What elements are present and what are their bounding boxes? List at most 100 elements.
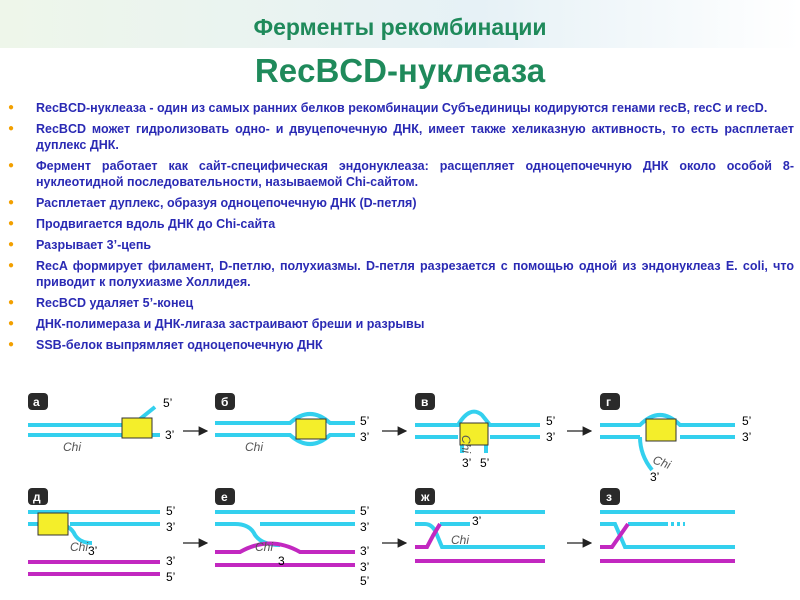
dna-strand-magenta xyxy=(215,541,355,554)
panel-badge xyxy=(215,488,235,505)
bullet-dot-icon: ● xyxy=(8,260,15,271)
bullet-dot-icon: ● xyxy=(8,197,15,208)
end-label: 3’ xyxy=(742,430,751,444)
dna-strand xyxy=(415,522,545,549)
bullet-item: ● Расплетает дуплекс, образуя одноцепочеч… xyxy=(6,195,794,211)
panel-d: г Chi 5’ 3’ 3’ xyxy=(600,393,751,484)
dna-strand-magenta xyxy=(415,522,442,549)
end-label: 3’ xyxy=(360,430,369,444)
bullet-dot-icon: ● xyxy=(8,102,15,113)
panel-h: з xyxy=(600,488,735,563)
chi-label: Chi xyxy=(459,435,473,453)
chi-label: Chi xyxy=(451,533,469,547)
end-label: 3’ xyxy=(546,430,555,444)
panel-badge xyxy=(600,488,620,505)
panel-label: д xyxy=(33,490,41,504)
panel-label: б xyxy=(221,395,228,409)
dna-strand xyxy=(215,433,355,446)
dna-strand xyxy=(600,413,735,427)
bullet-dot-icon: ● xyxy=(8,218,15,229)
slide-subtitle: RecBCD-нуклеаза xyxy=(254,52,546,89)
panel-label: в xyxy=(421,395,428,409)
dna-strand xyxy=(638,436,654,472)
bullet-dot-icon: ● xyxy=(8,160,15,171)
chi-label: Chi xyxy=(255,540,273,554)
end-label: 3’ xyxy=(166,520,175,534)
end-label: 5’ xyxy=(166,570,175,584)
bullet-item: ● Разрывает 3’-цепь xyxy=(6,237,794,253)
recbcd-enzyme xyxy=(295,418,327,440)
panel-badge xyxy=(415,393,435,410)
end-label: 3 xyxy=(278,554,285,568)
end-label: 5’ xyxy=(360,574,369,588)
recbcd-enzyme xyxy=(645,418,677,442)
bullet-text: RecBCD-нуклеаза - один из самых ранних б… xyxy=(36,101,768,115)
end-label: 3’ xyxy=(88,544,97,558)
bullet-dot-icon: ● xyxy=(8,123,15,134)
bullet-item: ● ДНК-полимераза и ДНК-лигаза застраивают… xyxy=(6,316,794,332)
end-label: 3’ xyxy=(462,456,471,470)
panel-c: в Chi 5’ 3’ 3’ 5’ xyxy=(415,393,593,470)
panel-e: д Chi 5’ 3’ 3’ 3’ 5’ xyxy=(28,488,209,584)
slide-title: Ферменты рекомбинации xyxy=(253,14,547,40)
recombination-diagram: а Chi 5’ 3’ б Chi 5’ 3’ в Chi 5’ 3’ 3’ 5… xyxy=(28,393,751,588)
panel-badge xyxy=(28,488,48,505)
panel-f: е Chi 5’ 3’ 3’ 3’ 5’ 3 xyxy=(215,488,408,588)
end-label: 5’ xyxy=(166,504,175,518)
chi-label: Chi xyxy=(63,440,81,454)
end-label: 3’ xyxy=(650,470,659,484)
bullet-text: Продвигается вдоль ДНК до Chi-сайта xyxy=(36,217,276,231)
bullet-text: Разрывает 3’-цепь xyxy=(36,238,152,252)
end-label: 5’ xyxy=(480,456,489,470)
bullet-dot-icon: ● xyxy=(8,239,15,250)
bullet-dot-icon: ● xyxy=(8,297,15,308)
bullet-item: ● RecBCD может гидролизовать одно- и двуц… xyxy=(6,121,794,153)
chi-label: Chi xyxy=(70,540,88,554)
bullet-text: RecBCD удаляет 5’-конец xyxy=(36,296,194,310)
panel-a: а Chi 5’ 3’ xyxy=(28,393,209,454)
bullet-item: ● RecA формирует филамент, D-петлю, полух… xyxy=(6,258,794,290)
panel-badge xyxy=(600,393,620,410)
bullet-item: ●SSB-белок выпрямляет одноцепочечную ДНК xyxy=(6,337,794,353)
bullet-text: RecBCD может гидролизовать одно- и двуце… xyxy=(36,122,794,152)
bullet-item: ● RecBCD-нуклеаза - один из самых ранних … xyxy=(6,100,794,116)
bullet-text: RecA формирует филамент, D-петлю, полухи… xyxy=(36,259,794,289)
dna-strand xyxy=(415,409,540,427)
dna-strand xyxy=(215,412,355,425)
end-label: 3’ xyxy=(165,428,174,442)
panel-label: е xyxy=(221,490,228,504)
bullet-item: ● RecBCD удаляет 5’-конец xyxy=(6,295,794,311)
header-band xyxy=(0,0,800,48)
recbcd-enzyme xyxy=(121,417,153,439)
panel-label: ж xyxy=(420,490,430,504)
bullet-dot-icon: ● xyxy=(8,318,15,329)
end-label: 3’ xyxy=(360,520,369,534)
end-label: 5’ xyxy=(742,414,751,428)
panel-label: г xyxy=(606,395,611,409)
panel-label: з xyxy=(606,490,612,504)
bullet-text: Фермент работает как сайт-специфическая … xyxy=(36,159,794,189)
end-label: 5’ xyxy=(360,414,369,428)
chi-label: Chi xyxy=(651,453,673,472)
end-label: 3’ xyxy=(360,544,369,558)
panel-badge xyxy=(215,393,235,410)
recbcd-enzyme xyxy=(37,512,69,536)
bullet-text: ДНК-полимераза и ДНК-лигаза застраивают … xyxy=(36,317,425,331)
end-label: 3’ xyxy=(166,554,175,568)
recbcd-enzyme xyxy=(459,422,489,446)
panel-g: ж Chi 3’ xyxy=(415,488,593,563)
end-label: 3’ xyxy=(472,514,481,528)
bullet-text: SSB-белок выпрямляет одноцепочечную ДНК xyxy=(36,338,323,352)
end-label: 5’ xyxy=(163,396,172,410)
bullet-list: ● RecBCD-нуклеаза - один из самых ранних … xyxy=(6,100,794,358)
panel-label: а xyxy=(33,395,40,409)
end-label: 5’ xyxy=(546,414,555,428)
dna-strand-magenta xyxy=(600,522,630,549)
end-label: 5’ xyxy=(360,504,369,518)
bullet-item: ● Фермент работает как сайт-специфическая… xyxy=(6,158,794,190)
panel-b: б Chi 5’ 3’ xyxy=(215,393,408,454)
bullet-text: Расплетает дуплекс, образуя одноцепочечн… xyxy=(36,196,417,210)
bullet-item: ● Продвигается вдоль ДНК до Chi-сайта xyxy=(6,216,794,232)
end-label: 3’ xyxy=(360,560,369,574)
panel-badge xyxy=(28,393,48,410)
